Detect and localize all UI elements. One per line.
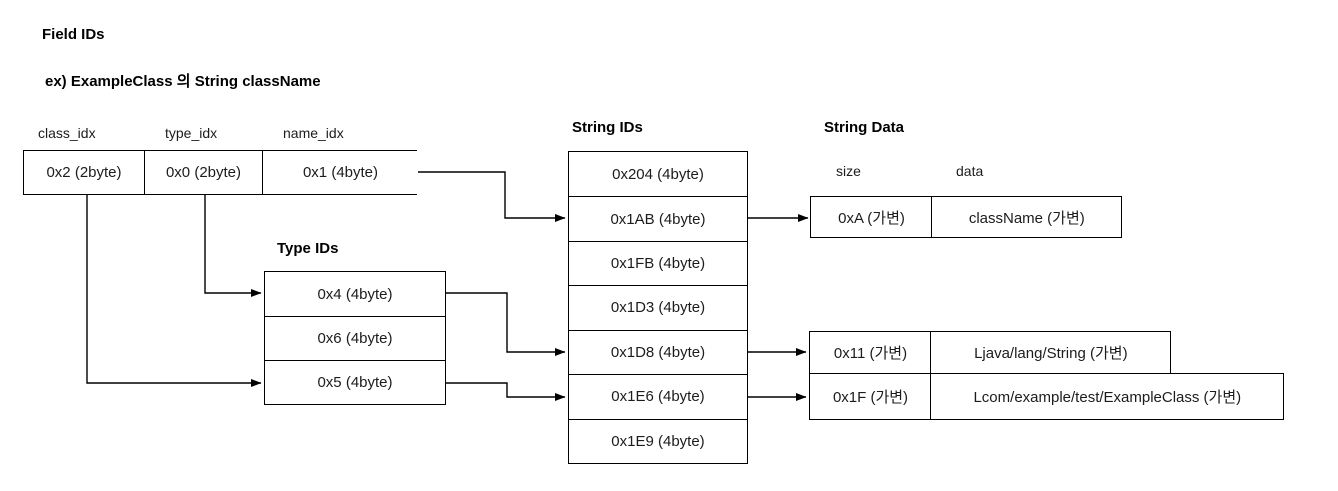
string-id-row: 0x1E9 (4byte) bbox=[569, 418, 747, 463]
connector-name-idx-to-string-id-0x1AB bbox=[417, 171, 566, 222]
string-data-row-exampleclass: 0x1F (가변) Lcom/example/test/ExampleClass… bbox=[809, 372, 1285, 420]
connector-type-idx-to-type-id-0x4 bbox=[204, 195, 262, 297]
type-id-row: 0x4 (4byte) bbox=[265, 272, 445, 316]
string-data-label: String Data bbox=[824, 119, 905, 136]
field-cell-type-idx: 0x0 (2byte) bbox=[144, 151, 262, 194]
connector-type-id-0x5-to-string-id-0x1E6 bbox=[446, 382, 566, 401]
string-data-data-cell: Ljava/lang/String (가변) bbox=[930, 331, 1172, 374]
string-id-row: 0x1FB (4byte) bbox=[569, 240, 747, 286]
connector-type-id-0x4-to-string-id-0x1D8 bbox=[446, 292, 566, 356]
field-ids-row-table: 0x2 (2byte) 0x0 (2byte) 0x1 (4byte) bbox=[23, 150, 418, 195]
string-data-data-cell: className (가변) bbox=[931, 196, 1123, 238]
string-ids-table: 0x204 (4byte) 0x1AB (4byte) 0x1FB (4byte… bbox=[568, 151, 748, 464]
string-data-row-classname: 0xA (가변) className (가변) bbox=[810, 196, 1123, 238]
string-id-row: 0x1E6 (4byte) bbox=[569, 374, 747, 419]
string-id-row: 0x1D3 (4byte) bbox=[569, 285, 747, 330]
string-data-data-cell: Lcom/example/test/ExampleClass (가변) bbox=[930, 372, 1285, 420]
page-title: Field IDs bbox=[42, 26, 105, 43]
field-col-header-type-idx: type_idx bbox=[165, 125, 218, 141]
string-data-size-cell: 0xA (가변) bbox=[810, 196, 933, 238]
string-id-row: 0x1D8 (4byte) bbox=[569, 329, 747, 375]
type-ids-label: Type IDs bbox=[277, 240, 339, 257]
string-id-row: 0x1AB (4byte) bbox=[569, 196, 747, 241]
type-ids-table: 0x4 (4byte) 0x6 (4byte) 0x5 (4byte) bbox=[264, 271, 446, 405]
field-col-header-class-idx: class_idx bbox=[38, 125, 96, 141]
string-id-row: 0x204 (4byte) bbox=[569, 152, 747, 197]
string-data-row-java-string: 0x11 (가변) Ljava/lang/String (가변) bbox=[809, 331, 1172, 374]
type-id-row: 0x6 (4byte) bbox=[265, 316, 445, 360]
field-cell-class-idx: 0x2 (2byte) bbox=[24, 151, 144, 194]
string-data-size-header: size bbox=[836, 163, 861, 179]
field-cell-name-idx: 0x1 (4byte) bbox=[262, 151, 418, 194]
string-data-size-cell: 0x1F (가변) bbox=[809, 372, 932, 420]
page-subtitle: ex) ExampleClass 의 String className bbox=[45, 73, 321, 90]
string-ids-label: String IDs bbox=[572, 119, 643, 136]
string-data-size-cell: 0x11 (가변) bbox=[809, 331, 932, 374]
type-id-row: 0x5 (4byte) bbox=[265, 360, 445, 404]
field-col-header-name-idx: name_idx bbox=[283, 125, 344, 141]
connector-class-idx-to-type-id-0x5 bbox=[86, 195, 262, 387]
string-data-data-header: data bbox=[956, 163, 984, 179]
